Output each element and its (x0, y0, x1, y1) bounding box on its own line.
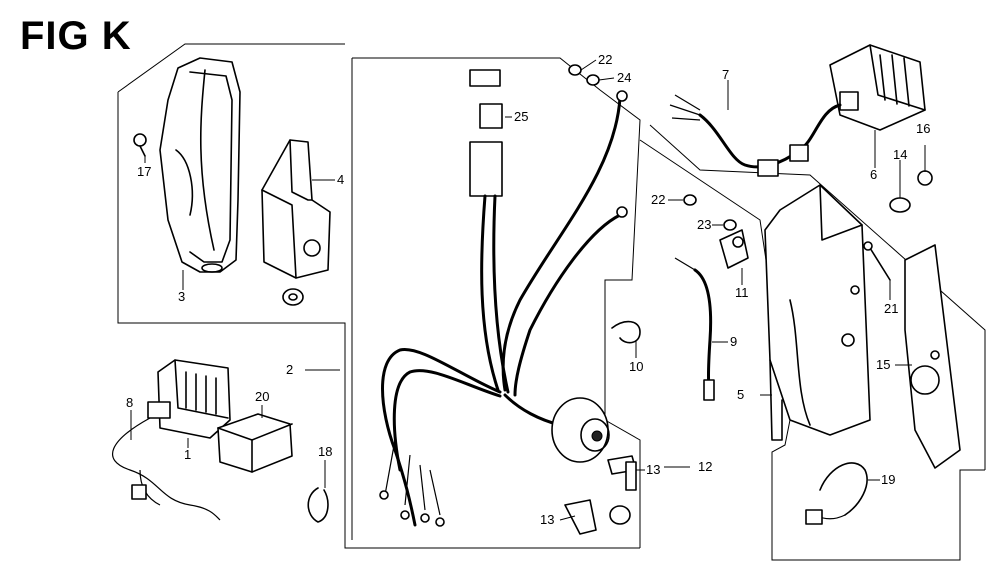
wiring-harness (379, 69, 628, 527)
part-9-lead (674, 257, 728, 401)
callout-5: 5 (737, 387, 745, 402)
part-22-23-nut-washer (668, 194, 737, 231)
callout-6: 6 (870, 167, 878, 182)
part-17-screw (133, 133, 147, 163)
part-14-16-fasteners (889, 145, 933, 213)
part-13-keys (559, 455, 645, 535)
group-outline-left (117, 43, 345, 93)
callout-13-lower: 13 (540, 512, 555, 527)
part-20-block (217, 405, 293, 473)
callout-17: 17 (137, 164, 152, 179)
part-1-regulator (111, 359, 231, 521)
group-outline-left-lower (117, 92, 640, 549)
part-22-24-nut-washer (568, 59, 615, 86)
callout-1: 1 (184, 447, 192, 462)
callout-22-mid: 22 (651, 192, 666, 207)
callout-16: 16 (916, 121, 931, 136)
part-4-bracket (261, 139, 335, 306)
part-19-band (805, 462, 880, 525)
callout-13-upper: 13 (646, 462, 661, 477)
callout-7: 7 (722, 67, 730, 82)
callout-22-top: 22 (598, 52, 613, 67)
callout-19: 19 (881, 472, 896, 487)
callout-23: 23 (697, 217, 712, 232)
callout-4: 4 (337, 172, 345, 187)
part-3-cover (159, 57, 241, 273)
part-11-switch (719, 229, 749, 285)
callout-3: 3 (178, 289, 186, 304)
part-18-clip (307, 460, 329, 523)
callout-21: 21 (884, 301, 899, 316)
part-15-gasket (895, 244, 961, 469)
callout-2: 2 (286, 362, 294, 377)
callout-10: 10 (629, 359, 644, 374)
callout-11: 11 (735, 285, 749, 300)
figure-title: FIG K (20, 14, 132, 58)
callout-9: 9 (730, 334, 738, 349)
callout-25: 25 (514, 109, 529, 124)
callout-8: 8 (126, 395, 134, 410)
part-21-bolt (863, 241, 891, 300)
callout-12: 12 (698, 459, 713, 474)
callout-18: 18 (318, 444, 333, 459)
callout-15: 15 (876, 357, 891, 372)
part-5-side-cover (760, 184, 871, 441)
callout-24: 24 (617, 70, 632, 85)
group-outline-right-top (649, 124, 986, 470)
part-7-harness (669, 80, 842, 177)
part-6-regulator (829, 44, 926, 168)
part-10-clip (611, 320, 641, 358)
callout-14: 14 (893, 147, 908, 162)
callout-20: 20 (255, 389, 270, 404)
